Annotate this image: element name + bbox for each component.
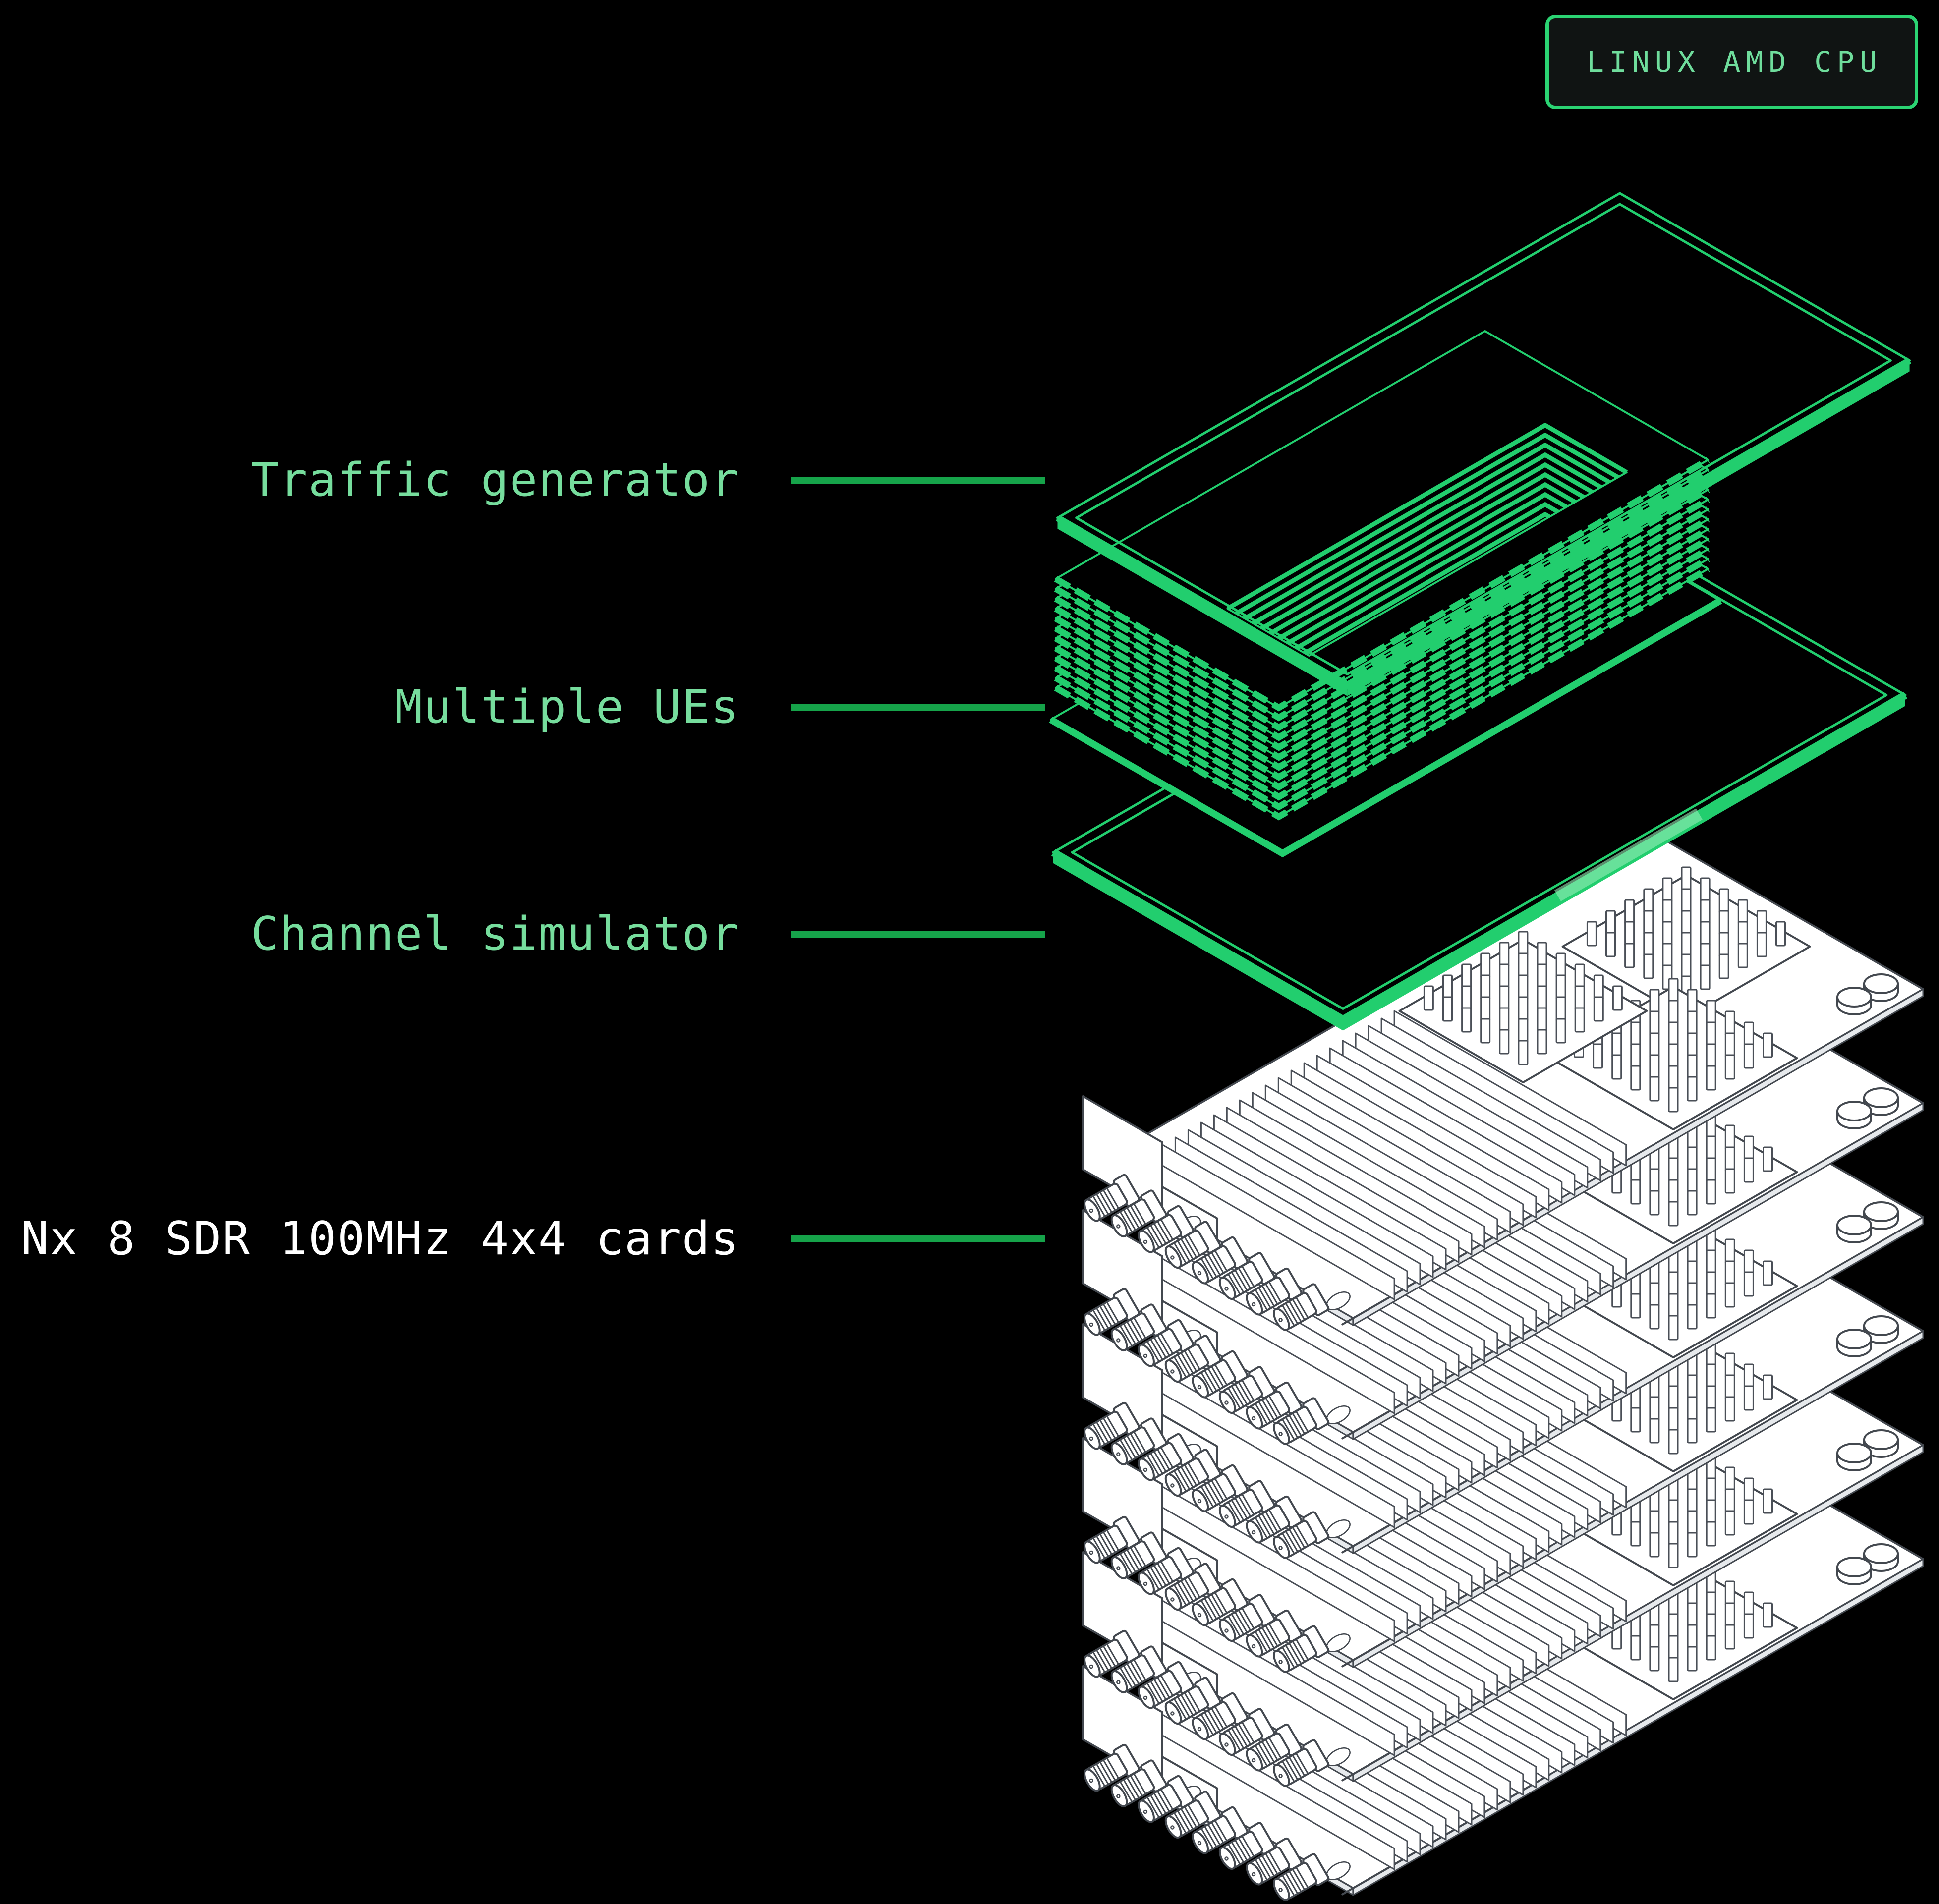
traffic-generator-panel xyxy=(1056,192,1912,696)
label-line-channel-simulator xyxy=(791,931,1045,938)
plate-card-overlap-highlight xyxy=(1554,808,1703,901)
label-traffic-generator: Traffic generator xyxy=(251,453,740,506)
platform-badge-label: LINUX AMD CPU xyxy=(1587,45,1882,79)
label-line-sdr-cards xyxy=(791,1235,1045,1242)
label-line-multiple-ues xyxy=(791,704,1045,711)
label-multiple-ues: Multiple UEs xyxy=(395,680,740,733)
platform-badge: LINUX AMD CPU xyxy=(1545,15,1918,109)
label-sdr-cards: Nx 8 SDR 100MHz 4x4 cards xyxy=(21,1212,740,1265)
label-line-traffic-generator xyxy=(791,477,1045,484)
sdr-card-stack xyxy=(1080,838,1923,1904)
label-channel-simulator: Channel simulator xyxy=(251,907,740,960)
